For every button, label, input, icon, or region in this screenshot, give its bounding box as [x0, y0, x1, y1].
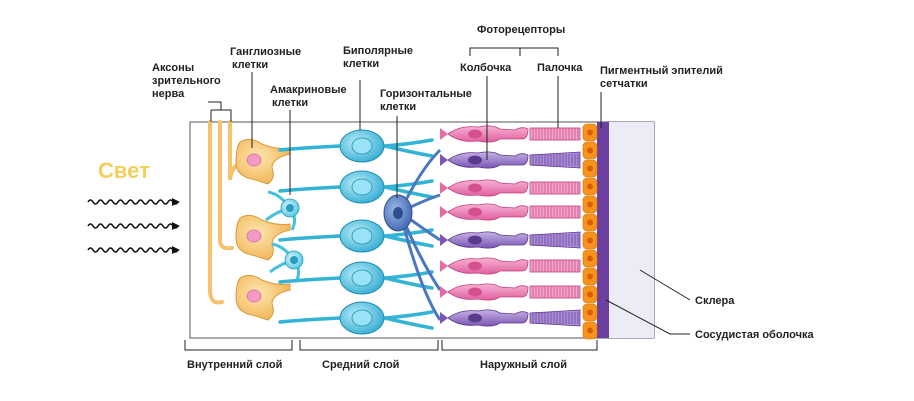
bipolar-nucleus [351, 137, 373, 155]
pigment-nucleus [587, 309, 593, 316]
leader-lines [208, 47, 691, 335]
rod-body [447, 283, 529, 301]
synaptic-terminal [440, 206, 448, 218]
ganglion-cell [235, 274, 291, 321]
pigment-nucleus [587, 183, 593, 190]
rod-body [447, 125, 529, 143]
bipolar-nucleus [351, 269, 373, 287]
synaptic-terminal [440, 234, 448, 246]
label-outer-layer: Наружный слой [480, 359, 567, 371]
bipolar-nucleus [351, 227, 373, 245]
cone-outer-segment [529, 231, 581, 249]
ganglion-cell [235, 138, 291, 185]
photoreceptors [440, 125, 581, 327]
bipolar-cells [278, 129, 434, 335]
label-rods: Палочка [537, 62, 583, 74]
horizontal-cell [383, 148, 442, 321]
bipolar-dendrite [278, 138, 434, 158]
synaptic-terminal [440, 154, 448, 166]
photoreceptor-nucleus [468, 261, 482, 271]
photoreceptor-nucleus [468, 129, 482, 139]
light-wave-arrow [87, 199, 179, 205]
synaptic-terminal [440, 286, 448, 298]
arrow-head-icon [172, 222, 180, 230]
bipolar-dendrite [278, 310, 434, 330]
pigment-nucleus [587, 237, 593, 244]
synaptic-terminal [440, 128, 448, 140]
pigment-nucleus [587, 291, 593, 298]
amacrine-nucleus [290, 256, 298, 264]
pigment-nucleus [587, 147, 593, 154]
pigment-epithelium [582, 123, 598, 340]
ganglion-nucleus [246, 153, 262, 167]
photoreceptor-nucleus [468, 313, 482, 323]
synaptic-terminal [440, 182, 448, 194]
rod-outer-segment [529, 181, 581, 195]
label-choroid: Сосудистая оболочка [695, 329, 814, 341]
ganglion-cell [235, 214, 291, 261]
rod-body [447, 203, 529, 221]
photoreceptor-nucleus [468, 287, 482, 297]
cone-body [447, 309, 529, 327]
cone-outer-segment [529, 151, 581, 169]
synaptic-terminal [440, 312, 448, 324]
ganglion-nucleus [246, 229, 262, 243]
light-arrows [87, 198, 180, 254]
rod-outer-segment [529, 205, 581, 219]
rod-outer-segment [529, 259, 581, 273]
label-photoreceptors: Фоторецепторы [477, 24, 565, 36]
pigment-nucleus [587, 201, 593, 208]
bipolar-nucleus [351, 178, 373, 196]
cone-outer-segment [529, 309, 581, 327]
rod-outer-segment [529, 127, 581, 141]
arrow-head-icon [172, 198, 180, 206]
arrow-head-icon [172, 246, 180, 254]
light-wave-arrow [87, 223, 179, 229]
pigment-nucleus [587, 255, 593, 262]
pigment-nucleus [587, 219, 593, 226]
light-label: Свет [98, 158, 150, 183]
amacrine-nucleus [286, 204, 294, 212]
label-cones: Колбочка [460, 62, 512, 74]
choroid-layer [597, 122, 609, 338]
label-sclera: Склера [695, 295, 735, 307]
synaptic-terminal [440, 260, 448, 272]
ganglion-nucleus [246, 289, 262, 303]
photoreceptor-nucleus [468, 235, 482, 245]
ganglion-cells [235, 138, 291, 321]
pigment-nucleus [587, 327, 593, 334]
amacrine-cells [265, 190, 304, 283]
sclera-region [609, 122, 654, 338]
cone-body [447, 231, 529, 249]
cone-body [447, 151, 529, 169]
rod-body [447, 179, 529, 197]
photoreceptor-nucleus [468, 207, 482, 217]
photoreceptor-nucleus [468, 155, 482, 165]
rod-outer-segment [529, 285, 581, 299]
pigment-nucleus [587, 129, 593, 136]
pigment-nucleus [587, 273, 593, 280]
layer-brackets [184, 340, 598, 351]
rod-body [447, 257, 529, 275]
label-inner-layer: Внутренний слой [187, 359, 282, 371]
bipolar-nucleus [351, 309, 373, 327]
label-middle-layer: Средний слой [322, 359, 399, 371]
photoreceptor-nucleus [468, 183, 482, 193]
pigment-nucleus [587, 165, 593, 172]
light-wave-arrow [87, 247, 179, 253]
